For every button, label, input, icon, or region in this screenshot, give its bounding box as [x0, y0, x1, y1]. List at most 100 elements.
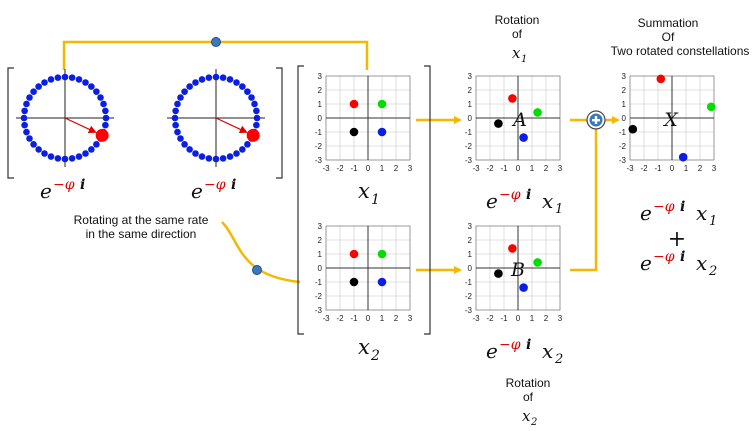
constellation-point-red — [349, 249, 359, 259]
y-tick-label: -1 — [315, 128, 323, 137]
x2-label: x 2 — [358, 335, 380, 364]
ring-dot — [54, 155, 62, 162]
y-tick-label: 1 — [622, 100, 627, 109]
ring-dot — [253, 114, 261, 122]
ring-dot — [47, 76, 55, 83]
constellation-point-green — [377, 249, 387, 259]
expr-imag-unit: i — [680, 199, 685, 215]
expr-x: x — [542, 189, 553, 213]
ring-dot — [192, 79, 199, 86]
phase-factor-right: e −φ i — [191, 177, 236, 203]
expr-sub: 1 — [709, 214, 717, 229]
x-tick-label: 1 — [380, 314, 385, 323]
ring-dot — [20, 114, 28, 122]
constellation-point-red — [508, 94, 517, 103]
y-tick-label: 1 — [468, 100, 473, 109]
ring-dot — [102, 107, 109, 115]
x-sub: 2 — [370, 348, 380, 364]
junction-dot-curve — [252, 265, 262, 275]
x-tick-label: -3 — [472, 164, 480, 173]
x-tick-label: 0 — [366, 314, 371, 323]
label-x: X — [662, 109, 679, 131]
phase-factor-left: e −φ i — [40, 177, 85, 203]
ring-dot — [212, 155, 220, 163]
connector-lines — [62, 40, 620, 284]
expr-imag-unit: i — [680, 249, 685, 265]
expr-plus: + — [668, 227, 686, 252]
ring-dot — [219, 74, 227, 81]
caption-x: x — [512, 44, 521, 62]
ring-dot — [186, 83, 193, 90]
ring-dot — [212, 73, 220, 81]
constellation-point-blue — [519, 283, 528, 292]
ring-dot — [82, 79, 89, 86]
ring-dot — [181, 141, 188, 148]
ring-dot — [253, 121, 260, 129]
expr-imag-unit: i — [526, 337, 531, 353]
ring-dot — [174, 100, 181, 108]
ring-dot — [41, 150, 48, 157]
expr-x: x — [696, 251, 707, 275]
ring-dot — [61, 73, 69, 81]
x-tick-label: 0 — [516, 164, 521, 173]
caption-line: Summation — [638, 16, 699, 30]
expr-e: e — [640, 251, 652, 275]
x-var: x — [358, 335, 370, 359]
summation-caption: Summation Of Two rotated constellations — [611, 16, 750, 58]
ring-dot — [251, 100, 258, 108]
phase-imag-unit: i — [231, 177, 236, 193]
rotating-note: Rotating at the same rate in the same di… — [74, 213, 209, 241]
y-tick-label: -3 — [465, 306, 473, 315]
ring-dot — [181, 88, 188, 95]
ring-dot — [226, 76, 234, 83]
y-tick-label: 3 — [468, 72, 473, 81]
constellation-point-green — [706, 102, 716, 112]
expr-sub: 1 — [555, 202, 563, 217]
ring-dot — [244, 88, 251, 95]
y-tick-label: -1 — [619, 128, 627, 137]
y-tick-label: 3 — [318, 222, 323, 231]
y-tick-label: -2 — [315, 142, 323, 151]
ring-dot — [93, 141, 100, 148]
constellation-point-blue — [678, 152, 688, 162]
rotated-x1-expression: e −φ i x 1 — [486, 187, 563, 217]
y-tick-label: 0 — [468, 114, 473, 123]
y-tick-label: 0 — [318, 264, 323, 273]
x-tick-label: -3 — [626, 164, 634, 173]
right-vector-bracket-open — [297, 65, 304, 335]
y-tick-label: -2 — [619, 142, 627, 151]
ring-dot — [177, 135, 184, 142]
y-tick-label: -3 — [315, 156, 323, 165]
ring-dot — [186, 146, 193, 153]
rotated-x2-expression: e −φ i x 2 — [486, 337, 563, 367]
ring-dot — [177, 94, 184, 101]
ring-dot — [54, 74, 62, 81]
x-tick-label: -1 — [500, 164, 508, 173]
y-tick-label: -1 — [465, 278, 473, 287]
y-tick-label: -1 — [315, 278, 323, 287]
ring-dot — [75, 76, 83, 83]
ring-dot — [219, 155, 227, 162]
y-tick-label: 3 — [318, 72, 323, 81]
ring-dot — [88, 83, 95, 90]
expr-exponent: −φ — [653, 199, 675, 215]
arrow-b-to-sum — [570, 128, 598, 272]
phase-point — [95, 128, 109, 142]
ring-dot — [239, 83, 246, 90]
ring-dot — [93, 88, 100, 95]
x-tick-label: 2 — [698, 164, 703, 173]
constellation-point-green — [533, 258, 542, 267]
ring-dot — [30, 88, 37, 95]
expr-x: x — [696, 201, 707, 225]
x-tick-label: 3 — [712, 164, 717, 173]
constellation-point-green — [377, 99, 387, 109]
constellation-point-green — [533, 108, 542, 117]
ring-dot — [75, 153, 83, 160]
caption-line: of — [512, 27, 523, 41]
expr-imag-unit: i — [526, 187, 531, 203]
ring-dot — [172, 107, 179, 115]
expr-x: x — [542, 339, 553, 363]
right-vector-bracket-close — [424, 65, 431, 335]
ring-dot — [68, 155, 76, 162]
